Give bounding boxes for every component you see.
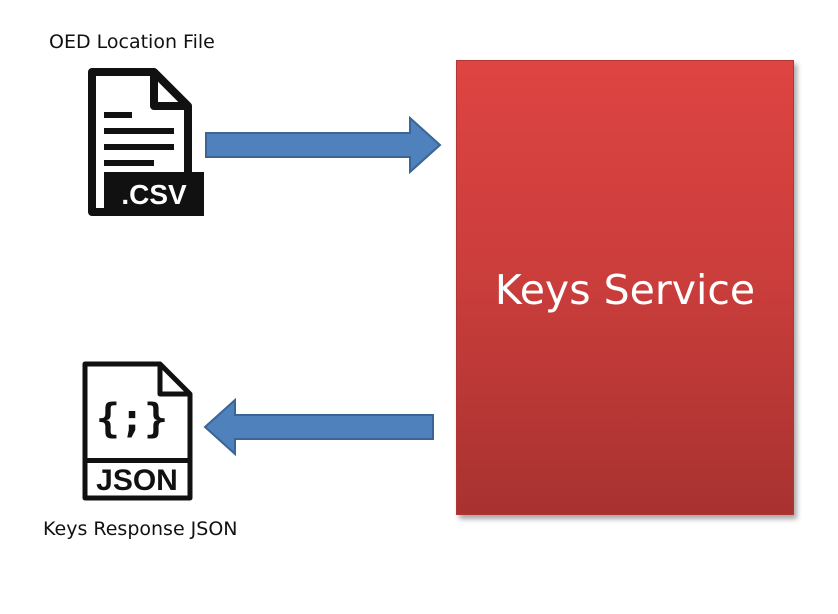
output-arrow-left [203,397,435,457]
keys-service-label: Keys Service [494,266,756,314]
json-file-icon: {;} JSON [80,360,194,502]
input-arrow-right [204,115,444,175]
keys-response-json-label: Keys Response JSON [43,518,238,540]
csv-badge-text: .CSV [121,179,187,210]
json-braces-text: {;} [96,396,168,442]
csv-file-icon: .CSV [82,66,206,218]
keys-service-box: Keys Service [456,60,794,515]
oed-location-file-label: OED Location File [49,31,215,53]
json-badge-text: JSON [96,464,178,497]
